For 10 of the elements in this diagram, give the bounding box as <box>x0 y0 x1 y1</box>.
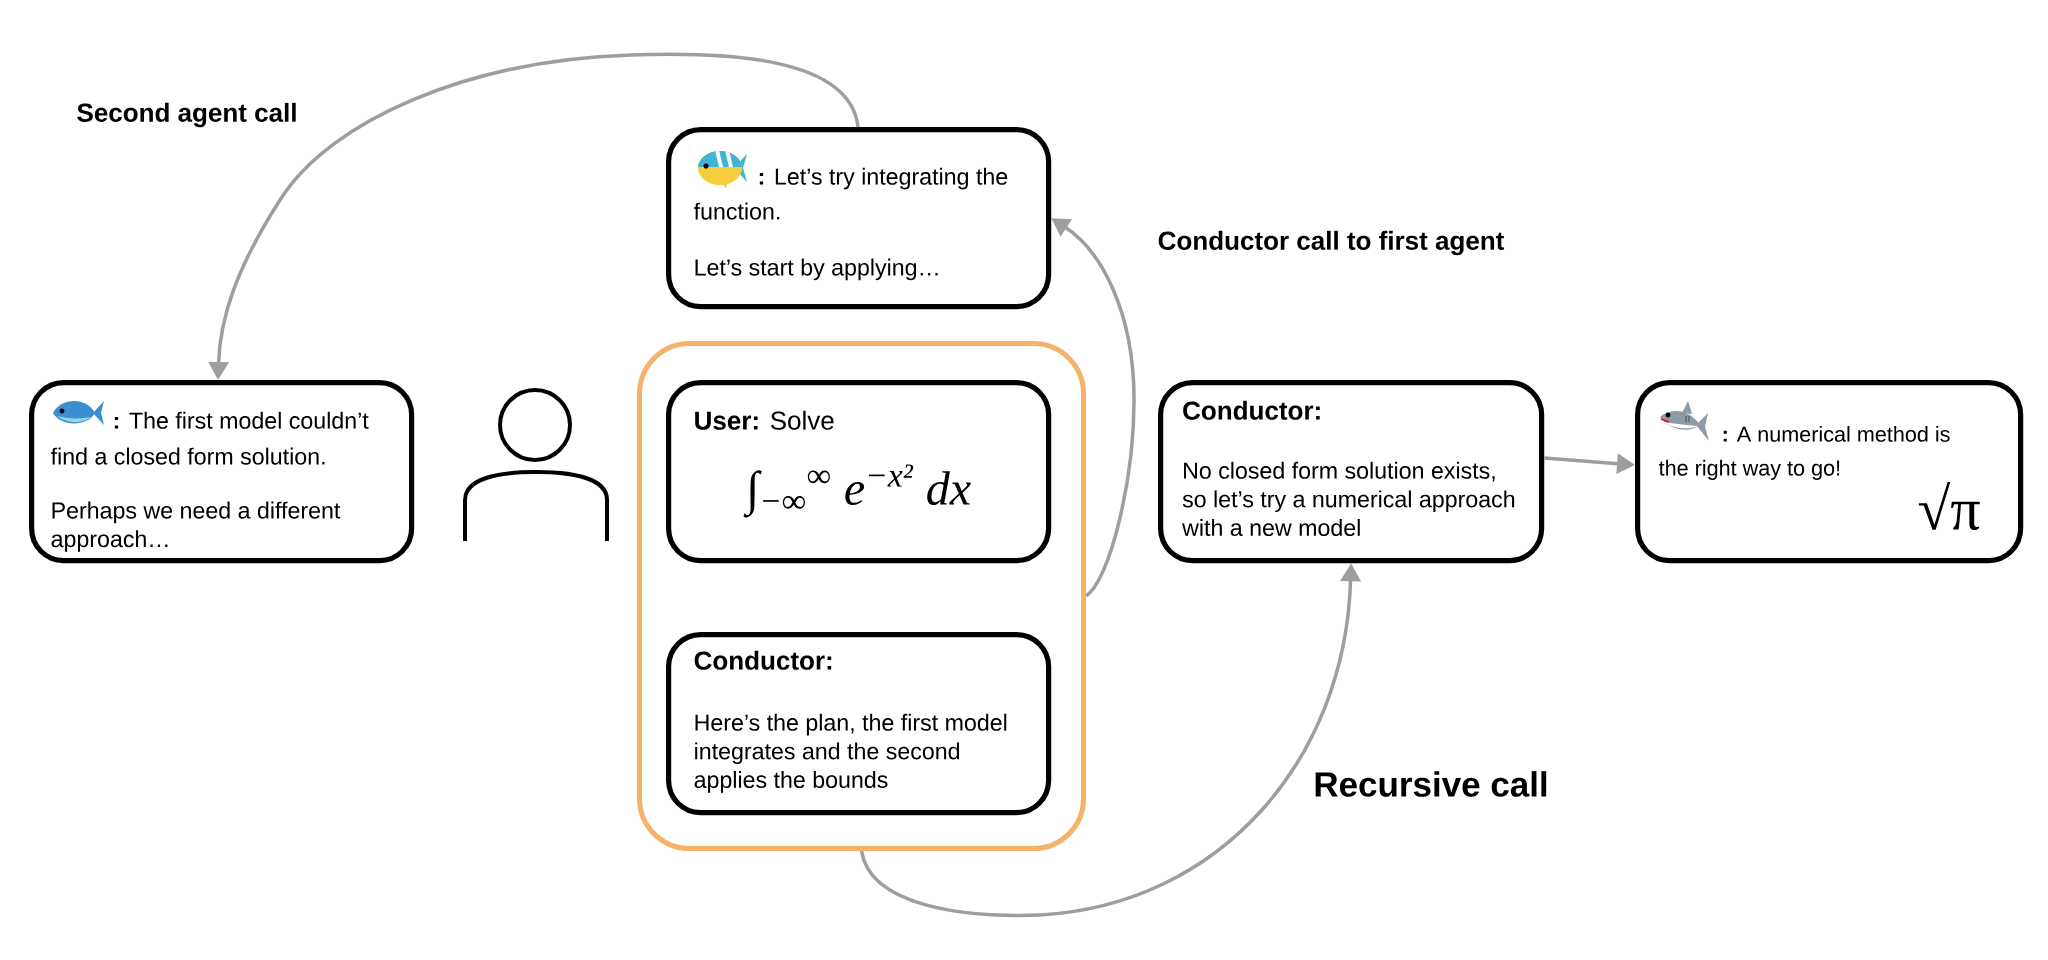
message-box: : A numerical method is the right way to go! √π <box>1635 380 2024 564</box>
message-box: User: Solve ∫$_{−∞}$$^{∞}$ e$^{−x²}$ dx <box>666 380 1052 564</box>
message-box: : Let’s try integrating the function. Let’s start by applying… <box>666 127 1052 310</box>
message-box: : The first model couldn’t find a closed form solution. Perhaps we need a different approach… <box>29 380 415 564</box>
message-box: Conductor: No closed form solution exists, so let’s try a numerical approach with a new model <box>1158 380 1545 564</box>
group-frame <box>637 341 1086 851</box>
message-box: Conductor: Here’s the plan, the first model integrates and the second applies the bounds <box>666 632 1052 816</box>
edge-label: Second agent call <box>72 98 302 132</box>
edge-label: Conductor call to first agent <box>1153 226 1509 260</box>
edge-label: Recursive call <box>1309 767 1553 801</box>
